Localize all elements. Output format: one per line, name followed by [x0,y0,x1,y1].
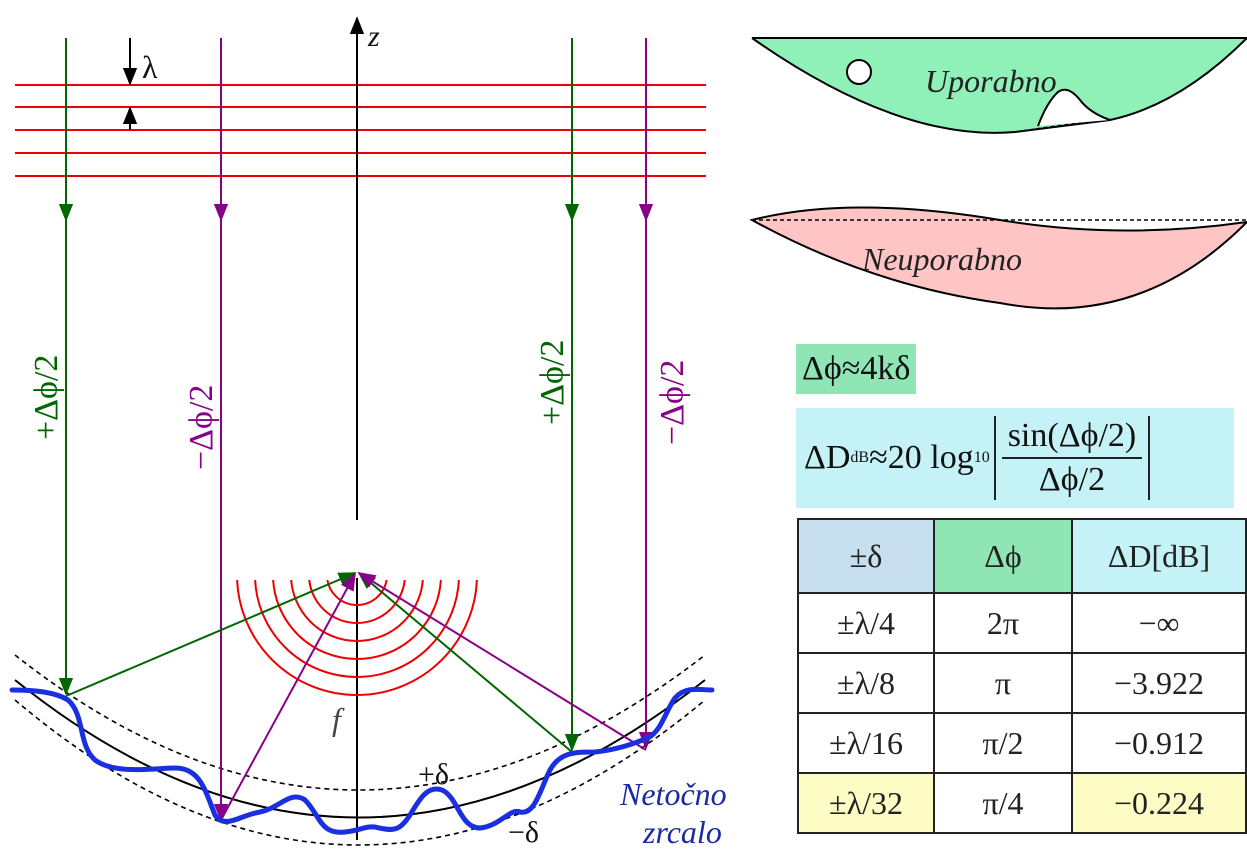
mirror-label-line2: zrcalo [642,814,722,850]
formula-lhs-sub: dB [850,449,870,466]
unusable-label: Neuporabno [861,241,1022,277]
table-row: ±λ/16 π/2 −0.912 [797,712,1247,774]
wavelength-marker: λ [122,38,158,130]
z-axis: z [349,16,380,840]
mirror-label-line1: Netočno [619,776,727,812]
table-cell: π/4 [933,772,1073,834]
phase-label-green-left: +Δϕ/2 [28,355,65,440]
abs-bar-right [1148,416,1151,500]
table-cell: ±λ/8 [797,652,935,714]
mirror-tolerance [14,654,706,846]
table-cell: ±λ/32 [797,772,935,834]
tolerance-table: ±δ Δϕ ΔD[dB] ±λ/4 2π −∞ ±λ/8 π −3.922 ±λ… [797,518,1247,834]
table-cell: −0.224 [1071,772,1247,834]
plus-delta-label: +δ [418,758,449,791]
surface-pit [846,59,872,85]
table-cell: −0.912 [1071,712,1247,774]
phase-label-purple-left: −Δϕ/2 [183,385,220,470]
table-header-row: ±δ Δϕ ΔD[dB] [797,518,1247,594]
table-row: ±λ/32 π/4 −0.224 [797,772,1247,834]
usable-mirror-example: Uporabno [751,37,1247,134]
formula-fraction: sin(Δϕ/2) Δϕ/2 [1001,417,1143,499]
table-cell: ±λ/4 [797,592,935,654]
table-cell: ±λ/16 [797,712,935,774]
table-cell: π [933,652,1073,714]
formula-log-sub: 10 [973,449,990,466]
table-cell: 2π [933,592,1073,654]
z-axis-label: z [367,20,380,53]
phase-label-green-right: +Δϕ/2 [534,340,571,425]
surface-bump [1037,88,1111,127]
table-row: ±λ/8 π −3.922 [797,652,1247,714]
arc-mask [230,520,490,578]
focus-spherical-waves [236,580,478,696]
ideal-mirror-arc [14,679,706,819]
focal-length-label: f [332,701,345,737]
incoming-wavefronts [15,84,706,177]
header-gain-loss: ΔD[dB] [1071,518,1247,594]
abs-bar-left [993,416,996,500]
lambda-label: λ [142,49,158,85]
table-row: ±λ/4 2π −∞ [797,592,1247,654]
usable-label: Uporabno [925,63,1057,99]
formula-lhs: ΔD [804,439,851,476]
formula-approx-log: ≈20 log [869,439,974,476]
incoming-rays [58,38,654,822]
table-cell: −∞ [1071,592,1247,654]
phase-label-purple-right: −Δϕ/2 [654,360,691,445]
table-cell: π/2 [933,712,1073,774]
lower-tolerance-arc [14,699,706,846]
upper-tolerance-arc [14,654,706,791]
phase-error-formula: Δϕ≈4kδ [796,344,917,394]
minus-delta-label: −δ [508,816,539,849]
formula-denominator: Δϕ/2 [1038,461,1106,498]
reflected-rays [65,571,647,821]
table-cell: −3.922 [1071,652,1247,714]
phase-error-formula-text: Δϕ≈4kδ [802,350,911,387]
header-phase: Δϕ [933,518,1073,594]
formula-numerator: sin(Δϕ/2) [1001,417,1143,459]
unusable-mirror-example: Neuporabno [749,206,1247,310]
header-delta: ±δ [797,518,935,594]
imperfect-mirror-surface [9,686,715,835]
